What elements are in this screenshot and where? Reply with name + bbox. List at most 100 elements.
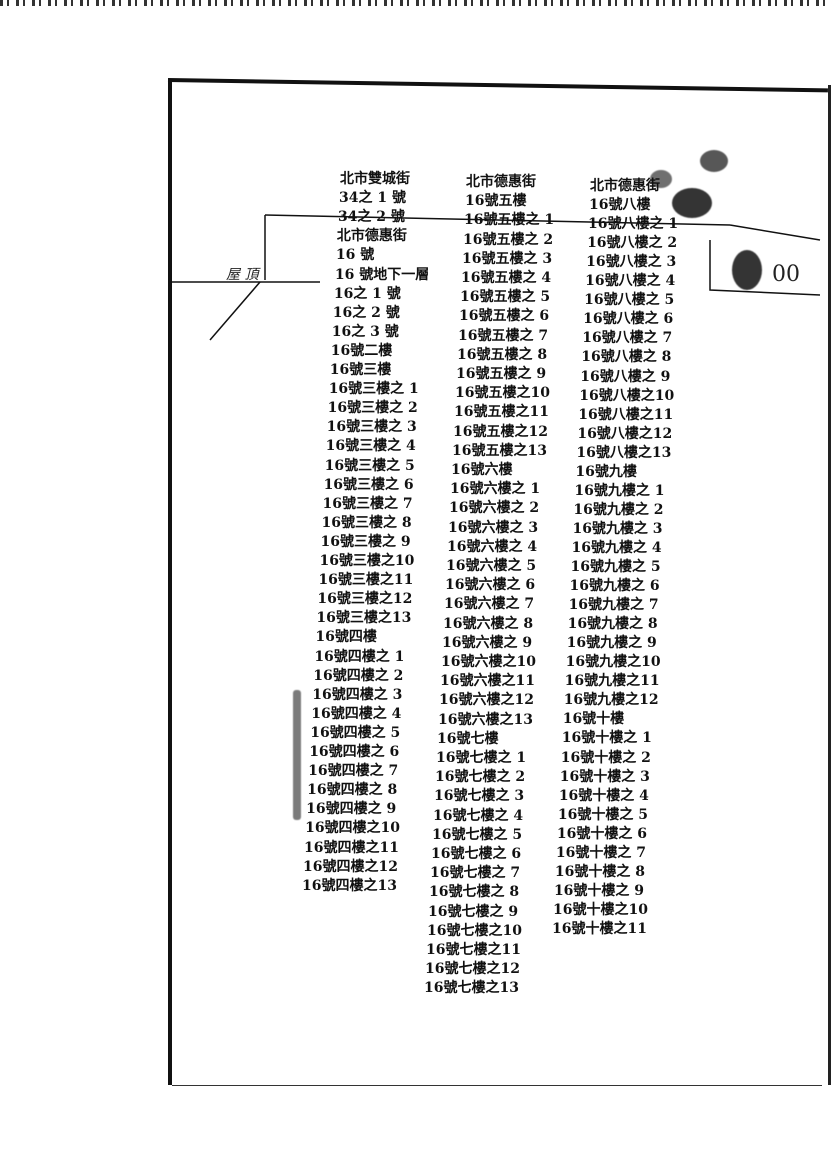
address-entry: 16號三樓之 7 (322, 495, 413, 512)
address-entry: 16號七樓之 8 (429, 884, 520, 901)
address-entry: 34之 1 號 (338, 190, 406, 207)
address-entry: 16號三樓之 4 (325, 438, 416, 455)
address-entry: 16號三樓之 1 (328, 381, 419, 398)
address-entry: 16之 2 號 (332, 304, 400, 321)
ink-stain (700, 150, 728, 172)
ink-stain (732, 250, 762, 290)
address-entry: 16號九樓之10 (565, 654, 661, 671)
address-entry: 16號六樓 (451, 462, 513, 478)
address-entry: 16號四樓之 2 (313, 667, 404, 684)
edge-smudge (293, 690, 301, 820)
diagram-lines (170, 214, 821, 341)
address-entry: 北市德惠街 (336, 228, 407, 245)
address-entry: 16號七樓之13 (424, 980, 519, 997)
address-entry: 16號三樓之13 (316, 610, 412, 627)
address-entry: 16號六樓之11 (440, 673, 535, 690)
address-entry: 16號九樓 (575, 463, 637, 480)
address-entry: 16號二樓 (330, 342, 393, 359)
address-entry: 16號十樓之 8 (554, 863, 646, 880)
address-entry: 16號九樓之 4 (571, 539, 662, 556)
address-entry: 16號五樓 (465, 193, 527, 210)
address-entry: 16號八樓之 5 (584, 292, 675, 309)
address-entry: 16號十樓之10 (552, 901, 648, 918)
address-entry: 16號五樓之 2 (463, 231, 554, 248)
address-entry: 16號四樓之10 (305, 820, 401, 837)
address-entry: 16號四樓之12 (303, 858, 398, 875)
address-entry: 16號十樓 (562, 711, 625, 728)
address-entry: 16號九樓之 1 (574, 482, 665, 499)
address-entry: 16號八樓之 1 (588, 216, 679, 233)
address-entry: 16號五樓之 7 (458, 327, 549, 344)
column-header: 北市德惠街 (466, 174, 536, 190)
address-entry: 16號十樓之 6 (556, 825, 647, 842)
address-entry: 16號八樓之 8 (581, 349, 672, 366)
address-entry: 16號九樓之 5 (570, 559, 661, 575)
address-entry: 16號八樓之11 (578, 406, 674, 423)
address-entry: 16號四樓之 7 (308, 763, 399, 780)
address-entry: 16號四樓之 3 (312, 686, 403, 703)
address-entry: 16號五樓之11 (454, 404, 549, 421)
address-entry: 16號七樓之 1 (436, 750, 527, 766)
address-entry: 16號五樓之 1 (464, 212, 555, 229)
address-entry: 16號六樓之 6 (445, 577, 536, 594)
frame-right-border (828, 85, 831, 1085)
address-entry: 16號五樓之12 (453, 423, 548, 440)
address-entry: 16號六樓之 7 (444, 596, 535, 613)
address-entry: 16號八樓之12 (577, 425, 673, 442)
address-entry: 16號七樓之 9 (428, 903, 519, 920)
address-entry: 16號七樓之 5 (432, 826, 523, 843)
address-entry: 16號三樓 (329, 362, 392, 378)
address-entry: 16號八樓之 7 (582, 330, 673, 347)
address-entry: 34之 2 號 (337, 209, 405, 226)
address-entry: 16號十樓之 4 (558, 787, 649, 804)
address-entry: 16之 1 號 (333, 285, 401, 302)
handwritten-note: 屋 頂 (226, 267, 259, 283)
address-entry: 16號七樓 (437, 730, 499, 747)
address-entry: 16號四樓之 9 (306, 801, 397, 818)
address-entry: 16號四樓之11 (304, 839, 400, 856)
address-entry: 16號十樓之 2 (560, 749, 651, 766)
frame-bottom-border (172, 1085, 822, 1086)
address-entry: 16號六樓之 2 (449, 500, 540, 517)
address-entry: 16號五樓之 5 (460, 289, 551, 306)
address-entry: 16號八樓之 4 (585, 273, 676, 290)
address-entry: 16號九樓之 2 (573, 501, 664, 518)
address-entry: 16號八樓之 6 (583, 311, 674, 328)
address-entry: 16號五樓之 8 (457, 346, 548, 363)
address-entry: 16號九樓之 9 (566, 635, 657, 652)
scan-noise-strip (0, 0, 832, 6)
address-entry: 16號八樓之13 (576, 444, 672, 461)
address-entry: 16號五樓之 9 (456, 366, 547, 382)
address-entry: 16號七樓之 7 (430, 865, 521, 882)
address-entry: 16號三樓之12 (317, 591, 413, 608)
address-entry: 16號十樓之 7 (555, 844, 646, 861)
address-entry: 16號七樓之 6 (431, 846, 522, 862)
address-entry: 16號六樓之 5 (446, 558, 537, 574)
address-entry: 16號三樓之 2 (327, 400, 418, 417)
address-entry: 16號六樓之 1 (450, 481, 541, 498)
address-entry: 16號三樓之 6 (323, 476, 414, 493)
address-entry: 16號三樓之 5 (324, 457, 415, 474)
address-entry: 16號七樓之 3 (434, 788, 525, 805)
column-header: 北市德惠街 (590, 178, 660, 194)
address-entry: 16號九樓之 8 (567, 616, 658, 633)
address-entry: 16號十樓之11 (552, 920, 647, 937)
address-entry: 16號五樓之13 (452, 442, 547, 459)
address-entry: 16號六樓之13 (438, 711, 533, 728)
address-entry: 16號三樓之10 (319, 553, 415, 569)
address-entry: 16號四樓之 1 (314, 648, 405, 665)
address-entry: 16號九樓之11 (564, 673, 660, 690)
address-entry: 16之 3 號 (331, 323, 399, 340)
address-entry: 16號九樓之 6 (569, 578, 660, 595)
address-entry: 16號六樓之 3 (448, 519, 539, 536)
address-entry: 16號八樓之 2 (587, 235, 678, 252)
address-entry: 16號三樓之 9 (320, 533, 411, 550)
address-entry: 16號七樓之 4 (433, 807, 524, 824)
address-entry: 16號四樓之 5 (310, 724, 401, 741)
address-entry: 16號四樓之13 (302, 877, 397, 894)
address-entry: 16號六樓之10 (441, 654, 536, 670)
address-entry: 16號四樓之 4 (311, 705, 402, 722)
column-header: 北市雙城街 (340, 171, 410, 187)
address-entry: 16號九樓之 7 (568, 597, 659, 614)
address-entry: 16號四樓之 8 (307, 782, 398, 799)
